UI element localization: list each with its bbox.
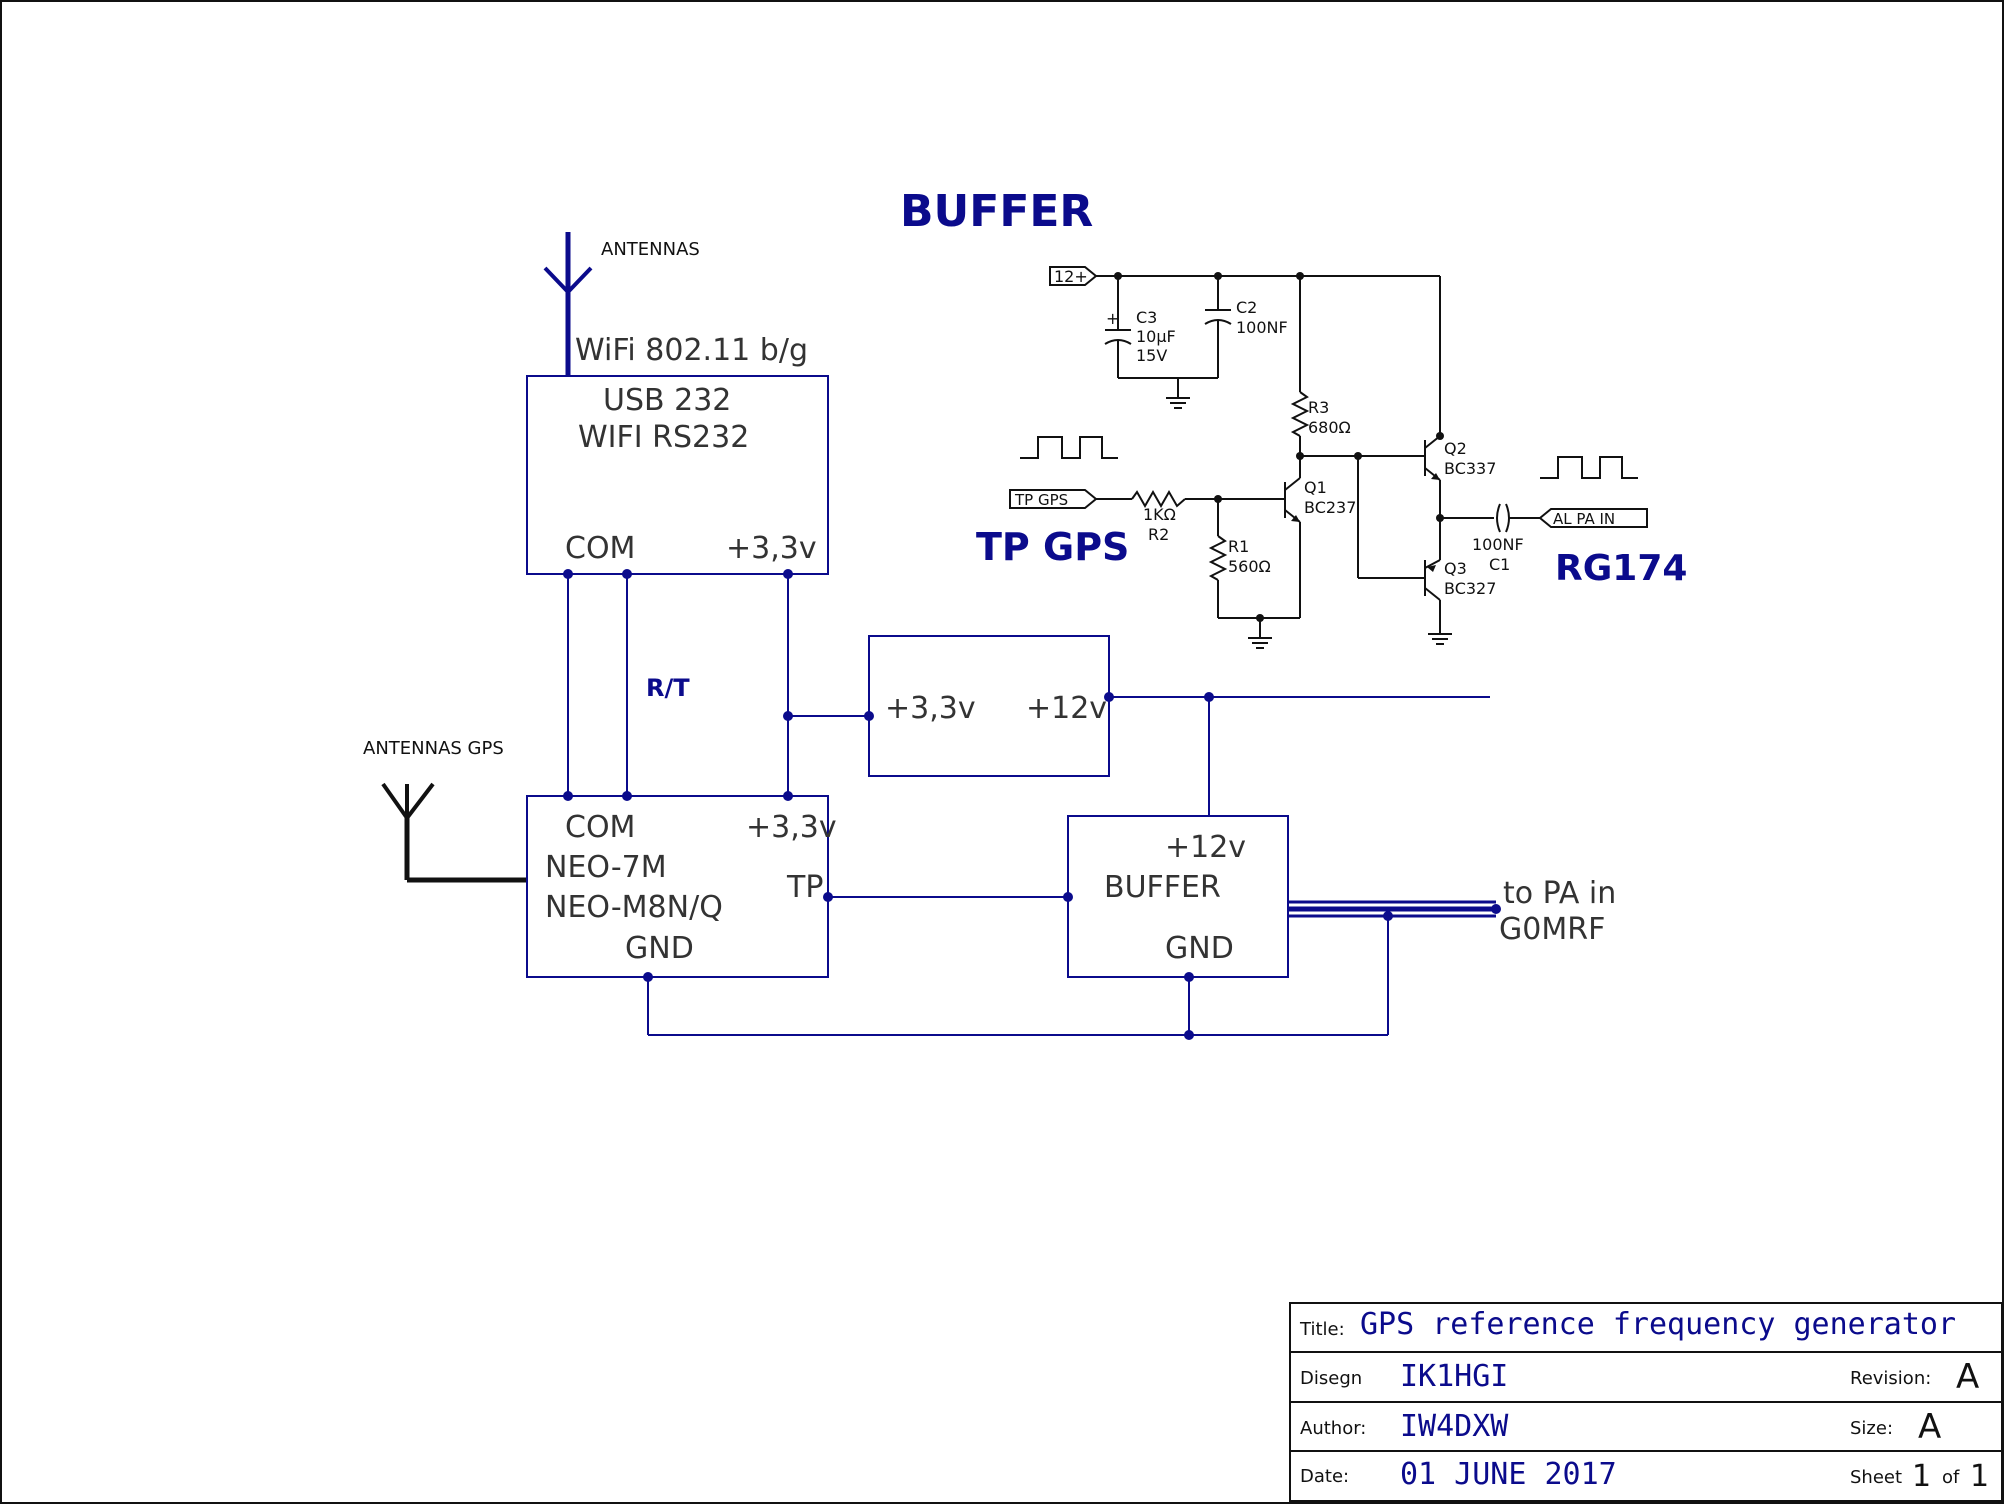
q1-ref: Q1 [1304, 478, 1327, 497]
gps-block-vcc: +3,3v [746, 810, 837, 845]
title-label: Title: [1299, 1319, 1345, 1340]
q2-value: BC337 [1444, 459, 1496, 478]
tp-gps-heading: TP GPS [976, 525, 1129, 569]
regulator-vout: +12v [1026, 691, 1107, 726]
q3-value: BC327 [1444, 579, 1496, 598]
r2-ref: R2 [1148, 525, 1169, 544]
c3-plus: + [1106, 309, 1119, 328]
size-value: A [1918, 1407, 1941, 1447]
date-label: Date: [1300, 1466, 1349, 1487]
rt-label: R/T [646, 674, 690, 702]
c2-value: 100NF [1236, 318, 1288, 337]
buffer-heading: BUFFER [900, 186, 1093, 237]
gps-block-gnd: GND [625, 931, 694, 966]
c3-voltage: 15V [1136, 346, 1167, 365]
c3-ref: C3 [1136, 308, 1157, 327]
twelve-volt-bus [1104, 692, 1490, 816]
usb-wifi-block [526, 375, 829, 575]
q1-value: BC237 [1304, 498, 1356, 517]
antenna-gps-label: ANTENNAS GPS [363, 738, 504, 759]
r1-value: 560Ω [1228, 557, 1271, 576]
title-block [1289, 1302, 2003, 1502]
usb-block-vcc: +3,3v [726, 531, 817, 566]
design-value: IK1HGI [1400, 1359, 1508, 1394]
ground-return-wire [643, 916, 1389, 1040]
gps-block-model2: NEO-M8N/Q [545, 890, 723, 925]
sheet-label: Sheet [1850, 1467, 1902, 1488]
buffer-block-gnd: GND [1165, 931, 1234, 966]
c2-ref: C2 [1236, 298, 1257, 317]
buffer-block [1067, 815, 1289, 978]
regulator-block [868, 635, 1110, 777]
sheet-of: of [1942, 1467, 1960, 1488]
c1-value: 100NF [1472, 535, 1524, 554]
usb-block-com: COM [565, 531, 635, 566]
gps-module-block [526, 795, 829, 978]
port-12v-label: 12+ [1054, 267, 1088, 286]
title-value: GPS reference frequency generator [1360, 1307, 1956, 1342]
gps-block-tp: TP [786, 870, 823, 905]
tp-signal-wire [823, 892, 1073, 902]
gps-block-model1: NEO-7M [545, 850, 667, 885]
usb-block-line2: WIFI RS232 [578, 420, 749, 455]
date-value: 01 JUNE 2017 [1400, 1457, 1617, 1492]
r1-ref: R1 [1228, 537, 1249, 556]
wifi-standard-label: WiFi 802.11 b/g [575, 333, 808, 368]
q3-ref: Q3 [1444, 559, 1467, 578]
r3-value: 680Ω [1308, 418, 1351, 437]
buffer-block-name: BUFFER [1104, 870, 1221, 905]
revision-label: Revision: [1850, 1368, 1931, 1389]
buffer-block-vcc: +12v [1165, 830, 1246, 865]
wifi-antenna-icon [543, 232, 593, 376]
output-label-2: G0MRF [1499, 912, 1605, 947]
r2-value: 1KΩ [1143, 505, 1176, 524]
sheet-total: 1 [1970, 1459, 1989, 1494]
gps-block-com: COM [565, 810, 635, 845]
size-label: Size: [1850, 1418, 1893, 1439]
design-label: Disegn [1300, 1368, 1362, 1389]
output-label-1: to PA in [1503, 876, 1616, 911]
author-label: Author: [1300, 1418, 1366, 1439]
c3-value: 10µF [1136, 327, 1176, 346]
gps-antenna-icon [381, 782, 527, 883]
usb-gps-wires [563, 569, 874, 801]
usb-block-line1: USB 232 [603, 383, 731, 418]
sheet-num: 1 [1912, 1459, 1931, 1494]
detail-circuit-wires [1009, 272, 1648, 649]
revision-value: A [1956, 1357, 1979, 1397]
coax-output-wire [1288, 900, 1501, 921]
port-12v [1049, 266, 1098, 286]
q2-ref: Q2 [1444, 439, 1467, 458]
c1-ref: C1 [1489, 555, 1510, 574]
author-value: IW4DXW [1400, 1409, 1509, 1444]
regulator-vin: +3,3v [885, 691, 976, 726]
rg174-heading: RG174 [1555, 548, 1687, 589]
r3-ref: R3 [1308, 398, 1329, 417]
antenna-wifi-label: ANTENNAS [601, 239, 700, 260]
port-al-pa-in-label: AL PA IN [1553, 510, 1615, 528]
port-tp-gps-label: TP GPS [1014, 491, 1068, 509]
